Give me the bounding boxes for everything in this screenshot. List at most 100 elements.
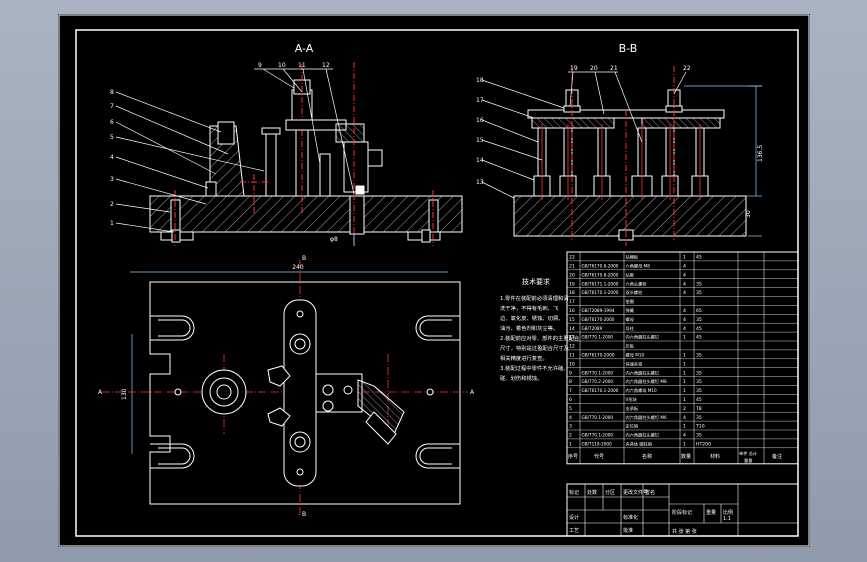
balloon-22: 22 <box>683 65 691 72</box>
bom-row-qty: 4 <box>683 415 686 421</box>
bom-row-qty: 4 <box>683 272 686 278</box>
bom-row-material: 35 <box>696 415 702 421</box>
bom-row-qty: 1 <box>683 361 686 367</box>
bom-row-code: GB/T2089 <box>582 326 603 331</box>
bom-row-qty: 1 <box>683 397 686 403</box>
balloon-17: 17 <box>476 97 484 104</box>
bom-row-qty: 4 <box>683 326 686 332</box>
drawing-sheet: A-A φ8 <box>58 14 810 547</box>
bom-row-no: 3 <box>569 424 572 430</box>
bom-row-material: 35 <box>696 388 702 394</box>
bom-row-qty: 1 <box>683 335 686 341</box>
bom-row-material: 45 <box>696 255 702 261</box>
bom-row-name: 螺母 M10 <box>626 352 645 359</box>
plan-view: 240 130 B B A A <box>98 255 475 518</box>
tech-line: 3.装配过程中零件不允许磕、 <box>500 364 569 372</box>
bom-row-code: GB/T2089-1994 <box>582 308 615 313</box>
bom-row-name: 压板 <box>626 343 635 350</box>
bom-row-no: 1 <box>569 442 572 448</box>
bom-row-code: GB/T6170-2000 <box>582 353 615 358</box>
aa-left-balloons: 8 7 6 5 4 3 2 1 <box>110 89 114 227</box>
bom-header-no: 序号 <box>568 453 578 460</box>
balloon-15: 15 <box>476 137 484 144</box>
bom-header-material: 材料 <box>710 453 720 460</box>
bom-row-code: GB/T6170.1-2000 <box>582 388 619 393</box>
bom-row-material: 35 <box>696 379 702 385</box>
bom-row-name: 弹簧 <box>626 307 634 314</box>
bom-row-material: HT200 <box>696 442 711 448</box>
balloon-3: 3 <box>110 176 114 183</box>
dim-30: 30 <box>745 210 752 218</box>
balloon-9: 9 <box>258 62 262 69</box>
tb-design: 设计 <box>569 514 579 521</box>
tb-scale: 比例 <box>723 509 733 516</box>
inner-frame <box>75 29 799 537</box>
balloon-2: 2 <box>110 201 114 208</box>
bom-row-qty: 1 <box>683 353 686 359</box>
balloon-7: 7 <box>110 103 114 110</box>
bom-row-name: 支承板 <box>626 405 639 412</box>
bom-row-material: 45 <box>696 335 702 341</box>
section-aa-view: A-A φ8 <box>110 42 463 246</box>
tb-sign: 签名 <box>645 489 655 496</box>
bom-row-name: 钻套 <box>626 271 635 278</box>
bom-row-no: 10 <box>569 361 575 367</box>
section-aa-label: A-A <box>295 42 314 55</box>
bom-row-no: 5 <box>569 406 572 412</box>
bom-row-material: T8 <box>695 406 702 412</box>
bom-row-no: 19 <box>569 281 575 287</box>
dim-136-5: 136.5 <box>757 145 764 162</box>
bom-header-code: 代号 <box>594 453 604 460</box>
balloon-13: 13 <box>476 179 484 186</box>
bom-row-no: 12 <box>569 344 575 350</box>
bom-row-name: 导柱 <box>626 325 635 332</box>
bom-header-weight: 重量 <box>744 457 752 464</box>
bom-row-qty: 4 <box>683 281 686 287</box>
bom-row-no: 13 <box>569 335 575 341</box>
bom-header-unit: 单件 总计 <box>739 450 757 457</box>
bom-row-no: 9 <box>569 370 572 376</box>
section-bb-label: B-B <box>619 42 638 55</box>
bom-border <box>566 251 799 465</box>
balloon-20: 20 <box>590 65 598 72</box>
section-mark-a-right: A <box>470 389 475 396</box>
dim-130: 130 <box>121 388 128 400</box>
bom-row-no: 8 <box>569 379 572 385</box>
bom-row-code: GB/T6170.1-2000 <box>582 290 619 295</box>
bom-row-no: 4 <box>569 415 572 421</box>
bom-row-code: GB/T6170.6-2000 <box>582 264 619 269</box>
bom-row-name: 内六角圆柱头螺钉 <box>626 432 660 439</box>
bom-row-no: 20 <box>569 272 575 278</box>
tb-zone: 分区 <box>605 489 615 496</box>
bom-row-name: 六角头螺栓 <box>626 280 648 287</box>
balloon-1: 1 <box>110 220 114 227</box>
tb-standard: 标准化 <box>623 514 638 521</box>
balloon-8: 8 <box>110 89 114 96</box>
bom-row-name: 快速夹钳 <box>626 360 643 367</box>
bom-row-name: 六角螺母 M8 <box>626 263 651 270</box>
balloon-21: 21 <box>610 65 618 72</box>
bom-row-name: 内六角圆柱头螺钉 <box>626 334 660 341</box>
outer-frame <box>58 14 810 547</box>
bom-header-name: 名称 <box>642 453 652 460</box>
bom-row-code: GB/T6171.1-2000 <box>582 281 619 286</box>
bom-row-name: 螺母 <box>626 316 634 323</box>
bom-row-name: 钻模板 <box>626 254 639 261</box>
bom-row-code: GB/T70.1-2000 <box>582 370 614 375</box>
bom-row-qty: 1 <box>683 255 686 261</box>
bom-row-material: 35 <box>696 433 702 439</box>
bom-row-no: 15 <box>569 317 575 323</box>
bom-row-qty: 1 <box>683 370 686 376</box>
bom-row-qty: 1 <box>683 442 686 448</box>
balloon-14: 14 <box>476 157 484 164</box>
bom-row-no: 6 <box>569 397 572 403</box>
tb-count: 处数 <box>587 489 597 496</box>
balloon-19: 19 <box>570 65 578 72</box>
bom-row-name: 夹具体 圆柱销 <box>626 441 652 448</box>
bom-row-name: V形块 <box>626 396 638 403</box>
drawing-canvas: A-A φ8 <box>58 14 810 547</box>
bom-row-no: 21 <box>569 264 575 270</box>
balloon-4: 4 <box>110 154 114 161</box>
balloon-16: 16 <box>476 117 484 124</box>
